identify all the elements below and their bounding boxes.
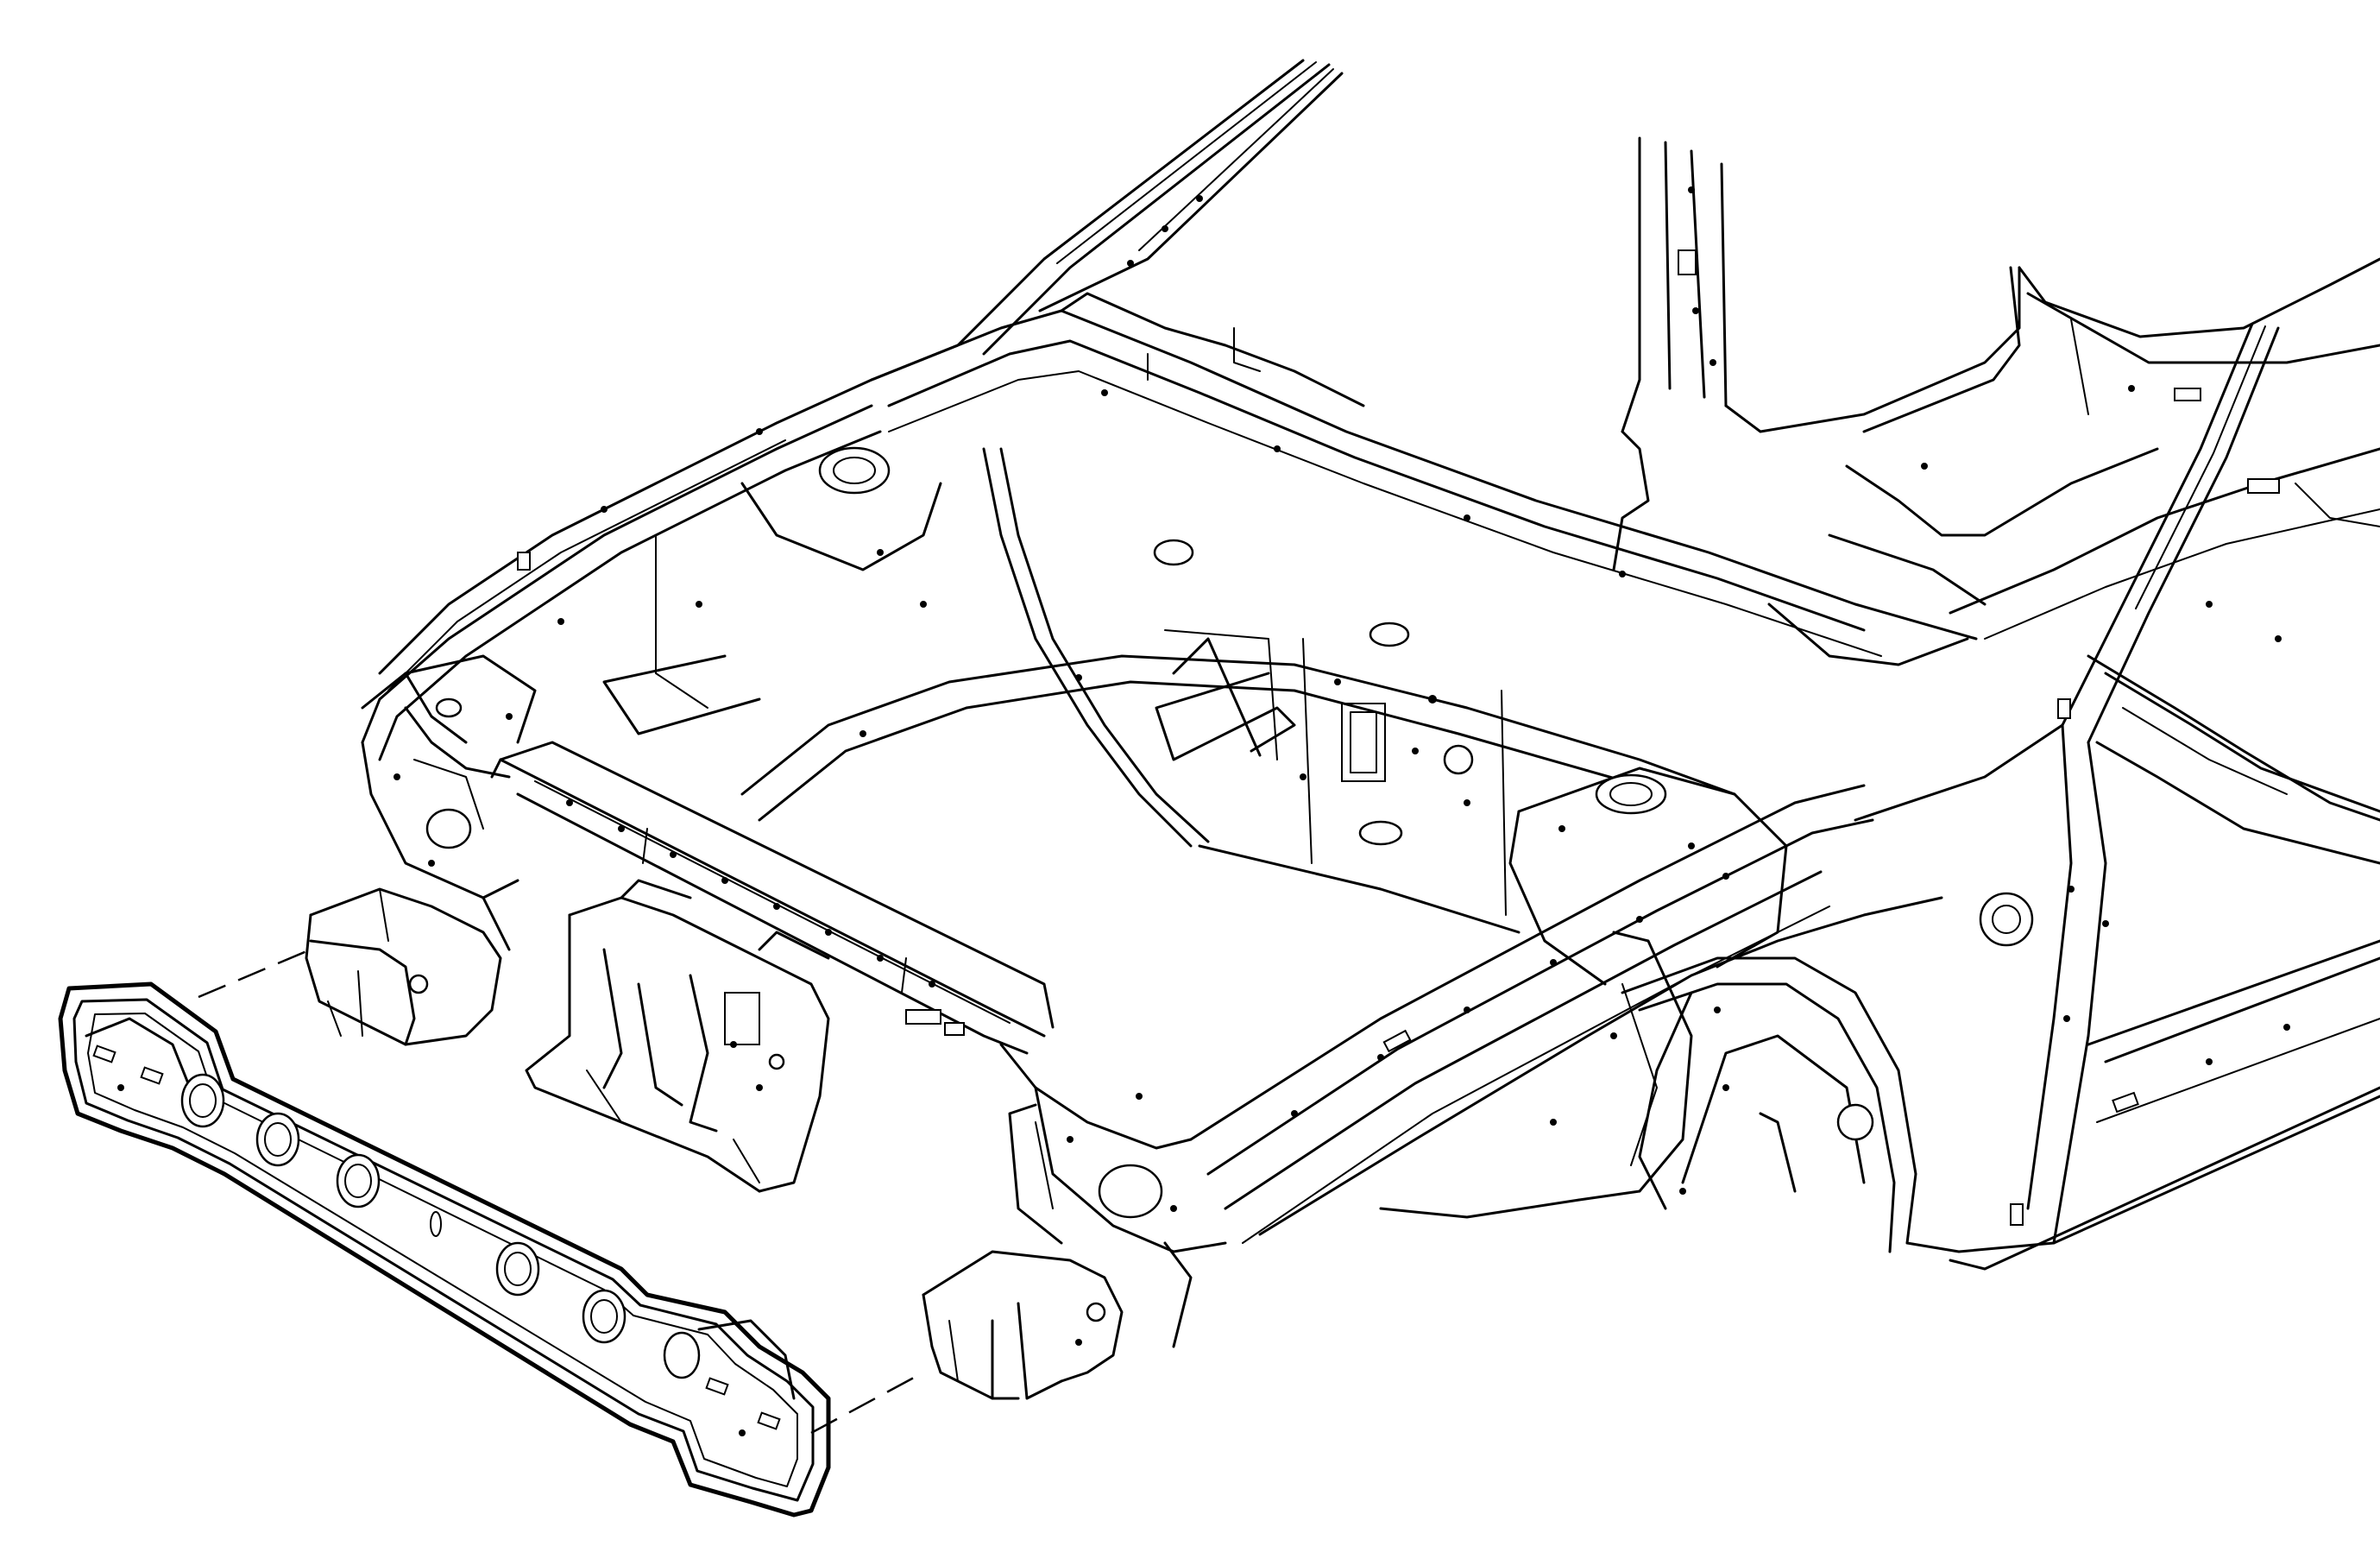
radiator-support-crossmember	[490, 741, 1055, 1055]
left-upper-rail	[361, 706, 519, 951]
left-strut-tower	[361, 404, 942, 761]
right-upper-rail	[1189, 784, 1874, 1244]
inner-wheelhouse-arc	[740, 654, 1736, 822]
right-bumper-bracket	[922, 1250, 1124, 1400]
cowl-panel	[870, 292, 1978, 657]
right-inner-wheelhouse	[1379, 931, 1693, 1219]
right-fender-wheel-opening	[1258, 896, 1943, 1253]
floor-pan	[1767, 388, 2380, 865]
dash-panel	[982, 447, 1521, 934]
rear-door-opening	[1828, 257, 2380, 606]
radiator-support-brace	[525, 879, 830, 1193]
b-pillar	[1612, 136, 2021, 571]
right-front-rail-end	[999, 1043, 1227, 1348]
left-bumper-bracket	[305, 887, 502, 1046]
upper-tie-bar	[361, 654, 537, 744]
left-fender-rail	[378, 378, 873, 691]
left-a-pillar	[870, 59, 1344, 382]
explode-alignment-lines	[198, 948, 924, 1435]
right-a-pillar	[1854, 322, 2280, 1245]
right-rocker-floor	[1905, 939, 2380, 1271]
front-bumper-impact-bar	[58, 981, 831, 1518]
